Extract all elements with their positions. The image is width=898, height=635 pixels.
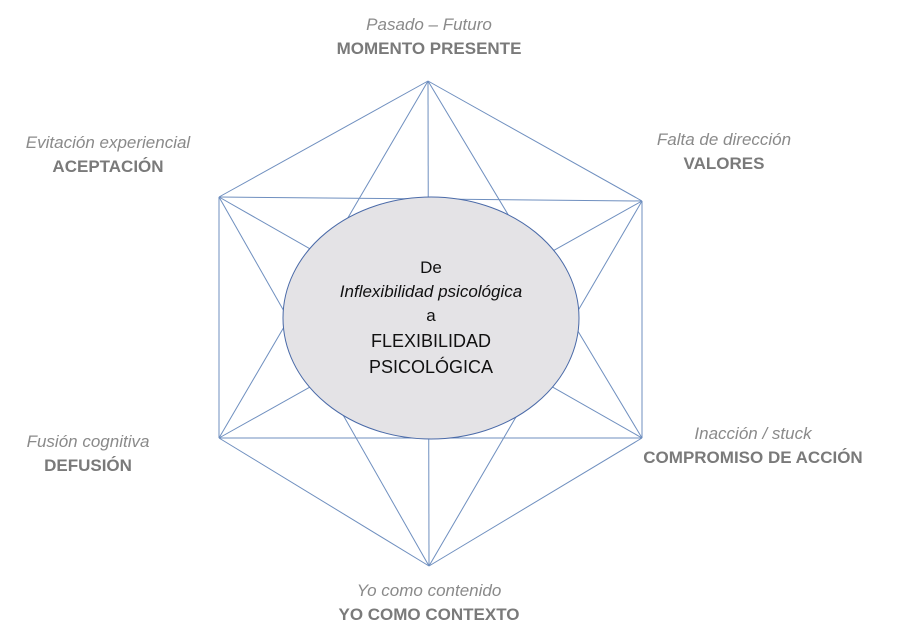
node-title: COMPROMISO DE ACCIÓN xyxy=(643,448,863,467)
center-text: De Inflexibilidad psicológica a FLEXIBIL… xyxy=(340,256,522,380)
node-subtitle: Falta de dirección xyxy=(656,130,792,149)
node-top-left: Evitación experiencial ACEPTACIÓN xyxy=(26,131,190,179)
edge-bottom-bottom-left xyxy=(218,437,430,567)
edge-top-top-right xyxy=(427,80,643,202)
center-line-a: a xyxy=(426,306,436,325)
node-title: VALORES xyxy=(683,154,765,173)
node-title: DEFUSIÓN xyxy=(44,456,132,475)
node-top-right: Falta de dirección VALORES xyxy=(657,128,791,176)
center-line-de: De xyxy=(420,258,442,277)
center-line-psicologica: PSICOLÓGICA xyxy=(368,357,494,377)
node-bottom-right: Inacción / stuck COMPROMISO DE ACCIÓN xyxy=(643,422,862,470)
node-title: MOMENTO PRESENTE xyxy=(336,39,522,58)
center-ellipse xyxy=(282,196,580,440)
node-title: YO COMO CONTEXTO xyxy=(338,605,520,624)
node-subtitle: Fusión cognitiva xyxy=(26,432,150,451)
node-title: ACEPTACIÓN xyxy=(52,157,164,176)
node-subtitle: Evitación experiencial xyxy=(25,133,191,152)
node-top: Pasado – Futuro MOMENTO PRESENTE xyxy=(337,13,522,61)
center-line-inflexibilidad: Inflexibilidad psicológica xyxy=(339,282,523,301)
edge-top-top-left xyxy=(218,80,429,198)
node-subtitle: Pasado – Futuro xyxy=(366,15,492,34)
node-subtitle: Inacción / stuck xyxy=(694,424,812,443)
center-line-flexibilidad: FLEXIBILIDAD xyxy=(370,331,492,351)
node-bottom: Yo como contenido YO COMO CONTEXTO xyxy=(338,579,519,627)
edge-bottom-right-bottom xyxy=(428,437,643,567)
node-bottom-left: Fusión cognitiva DEFUSIÓN xyxy=(27,430,150,478)
node-subtitle: Yo como contenido xyxy=(356,581,502,600)
